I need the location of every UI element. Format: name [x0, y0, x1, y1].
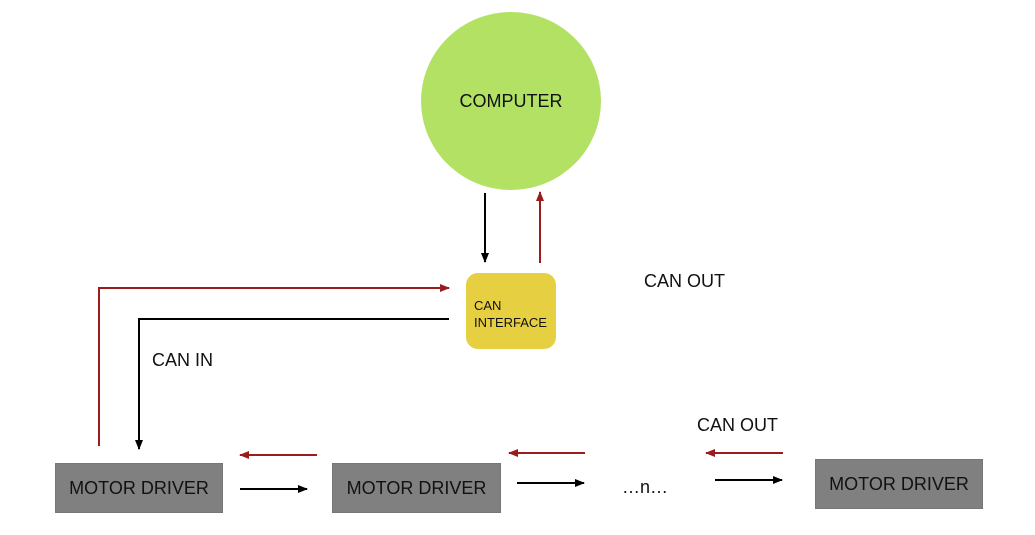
- motor-driver-1-label: MOTOR DRIVER: [69, 477, 209, 498]
- can-out-bottom-label: CAN OUT: [697, 415, 778, 435]
- computer-label: COMPUTER: [459, 90, 563, 111]
- motor-driver-2: MOTOR DRIVER: [332, 463, 501, 513]
- ellipsis-n-label: …n…: [622, 477, 669, 497]
- can-interface-node: CAN INTERFACE: [466, 273, 556, 349]
- computer-node: COMPUTER: [421, 12, 601, 190]
- motor-driver-1: MOTOR DRIVER: [55, 463, 223, 513]
- can-in-wire: [135, 318, 449, 450]
- can-interface-label-line1: CAN: [474, 298, 502, 313]
- can-in-label: CAN IN: [152, 350, 214, 370]
- motor-driver-2-label: MOTOR DRIVER: [346, 477, 487, 498]
- can-interface-label-line2: INTERFACE: [474, 315, 547, 330]
- can-out-top-label: CAN OUT: [644, 271, 725, 291]
- motor-driver-n: MOTOR DRIVER: [815, 459, 983, 509]
- motor-driver-n-label: MOTOR DRIVER: [829, 473, 969, 494]
- can-out-return-wire: [98, 284, 450, 446]
